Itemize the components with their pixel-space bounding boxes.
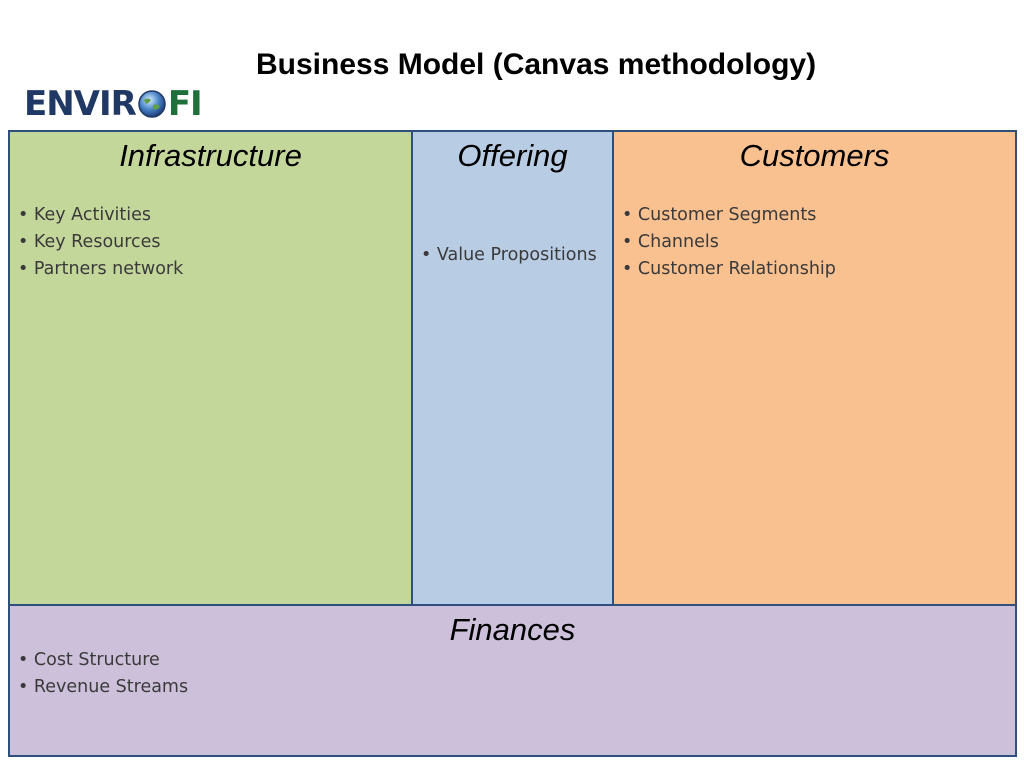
list-item: Customer Relationship: [622, 256, 836, 283]
finances-section: Finances Cost Structure Revenue Streams: [8, 604, 1017, 757]
logo-text-left: ENVIR: [24, 84, 137, 124]
infrastructure-section: Infrastructure Key Activities Key Resour…: [8, 130, 413, 606]
list-item: Partners network: [18, 256, 183, 283]
infrastructure-list: Key Activities Key Resources Partners ne…: [18, 202, 183, 283]
list-item: Key Activities: [18, 202, 183, 229]
offering-list: Value Propositions: [421, 242, 597, 269]
slide-title: Business Model (Canvas methodology): [256, 48, 817, 81]
offering-title: Offering: [457, 138, 568, 173]
logo-text-right: FI: [167, 84, 203, 124]
offering-section: Offering Value Propositions: [411, 130, 614, 606]
list-item: Customer Segments: [622, 202, 836, 229]
finances-title: Finances: [449, 612, 576, 647]
customers-section: Customers Customer Segments Channels Cus…: [612, 130, 1017, 606]
globe-icon: [138, 90, 166, 118]
list-item: Channels: [622, 229, 836, 256]
finances-list: Cost Structure Revenue Streams: [18, 647, 188, 701]
envirofi-logo: ENVIR FI: [24, 84, 203, 124]
list-item: Value Propositions: [421, 242, 597, 269]
list-item: Key Resources: [18, 229, 183, 256]
list-item: Cost Structure: [18, 647, 188, 674]
customers-list: Customer Segments Channels Customer Rela…: [622, 202, 836, 283]
infrastructure-title: Infrastructure: [119, 138, 302, 173]
customers-title: Customers: [739, 138, 890, 173]
list-item: Revenue Streams: [18, 674, 188, 701]
